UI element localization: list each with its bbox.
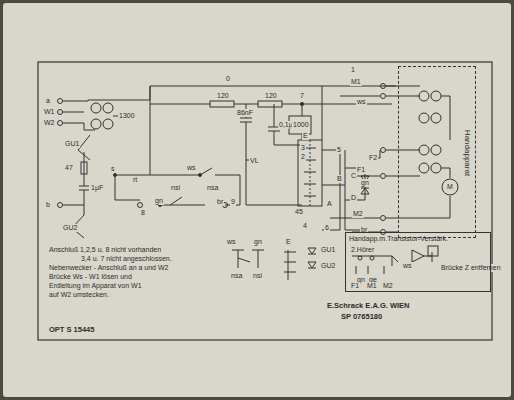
schematic-label: auf W2 umstecken. xyxy=(48,291,110,299)
schematic-label: nsa xyxy=(230,272,243,280)
schematic-label: F2 xyxy=(368,154,378,162)
schematic-label: GU1 xyxy=(64,140,80,148)
schematic-label: A xyxy=(326,200,333,208)
schematic-label: 6 xyxy=(324,224,330,232)
schematic-label: Anschluß 1,2,5 u. 8 nicht vorhanden xyxy=(48,246,162,254)
schematic-label: VL xyxy=(249,157,260,165)
schematic-label: F1 xyxy=(356,166,366,174)
box-title: Handapparat xyxy=(463,130,471,176)
schematic-label: gn xyxy=(154,197,164,205)
schematic-label: 9 xyxy=(230,198,236,206)
schematic-label: nsi xyxy=(252,272,263,280)
schematic-label: 1300 xyxy=(118,112,136,120)
schematic-label: W1 xyxy=(43,108,56,116)
schematic-label: 7 xyxy=(299,92,305,100)
schematic-label: M xyxy=(446,183,454,191)
schematic-label: GU2 xyxy=(62,224,78,232)
schematic-label: E.Schrack E.A.G. WIEN xyxy=(326,302,411,310)
schematic-label: M1 xyxy=(350,78,362,86)
schematic-label: M2 xyxy=(352,210,364,218)
schematic-label: 4 xyxy=(302,222,308,230)
schematic-label: 1µF xyxy=(90,184,104,192)
schematic-label: GU2 xyxy=(320,262,336,270)
schematic-label: F1 xyxy=(350,282,360,290)
schematic-label: nsa xyxy=(206,184,219,192)
schematic-label: W2 xyxy=(43,119,56,127)
schematic-label: 120 xyxy=(216,92,230,100)
schematic-label: SP 0765180 xyxy=(340,313,383,321)
schematic-label: 1 xyxy=(350,66,356,74)
handset-box: Handapparat xyxy=(398,66,476,238)
schematic-label: 1000 xyxy=(292,121,310,129)
schematic-label: Brücke Ws - W1 lösen und xyxy=(48,273,133,281)
schematic-label: 47 xyxy=(64,164,74,172)
schematic-label: M1 xyxy=(366,282,378,290)
schematic-label: 3 xyxy=(300,144,306,152)
schematic-label: ws xyxy=(226,238,237,246)
schematic-label: br xyxy=(216,198,224,206)
schematic-label: M2 xyxy=(382,282,394,290)
schematic-label: 120 xyxy=(264,92,278,100)
schematic-label: E xyxy=(302,132,309,140)
schematic-label: GU1 xyxy=(320,246,336,254)
schematic-label: 2.Hörer xyxy=(350,246,375,254)
schematic-label: gn xyxy=(360,179,370,187)
schematic-label: OPT S 15445 xyxy=(48,326,95,334)
schematic-label: s xyxy=(110,165,116,173)
schematic-label: 8 xyxy=(140,209,146,217)
schematic-label: 3,4 u. 7 nicht angeschlossen. xyxy=(80,255,173,263)
schematic-label: D xyxy=(350,194,357,202)
schematic-label: b xyxy=(45,201,51,209)
schematic-label: 45 xyxy=(294,208,304,216)
schematic-label: Nebenwecker - Anschluß an a und W2 xyxy=(48,264,169,272)
schematic-label: Erdleitung im Apparat von W1 xyxy=(48,282,143,290)
box-title: Handapp.m.Transistor-Verstärk. xyxy=(349,235,448,243)
schematic-label: 0 xyxy=(225,75,231,83)
schematic-label: Brücke Z entfernen xyxy=(440,264,502,272)
schematic-label: E xyxy=(285,238,292,246)
schematic-label: 86nF xyxy=(236,109,254,117)
schematic-label: rt xyxy=(132,176,138,184)
schematic-label: nsi xyxy=(170,184,181,192)
schematic-label: a xyxy=(45,97,51,105)
schematic-label: ws xyxy=(356,98,367,106)
schematic-label: 2 xyxy=(300,153,306,161)
schematic-label: B xyxy=(336,175,343,183)
schematic-label: 5 xyxy=(336,146,342,154)
inset-box: Handapp.m.Transistor-Verstärk. xyxy=(345,232,491,292)
schematic-label: ws xyxy=(186,164,197,172)
schematic-label: ws xyxy=(402,262,413,270)
schematic-label: gn xyxy=(253,238,263,246)
